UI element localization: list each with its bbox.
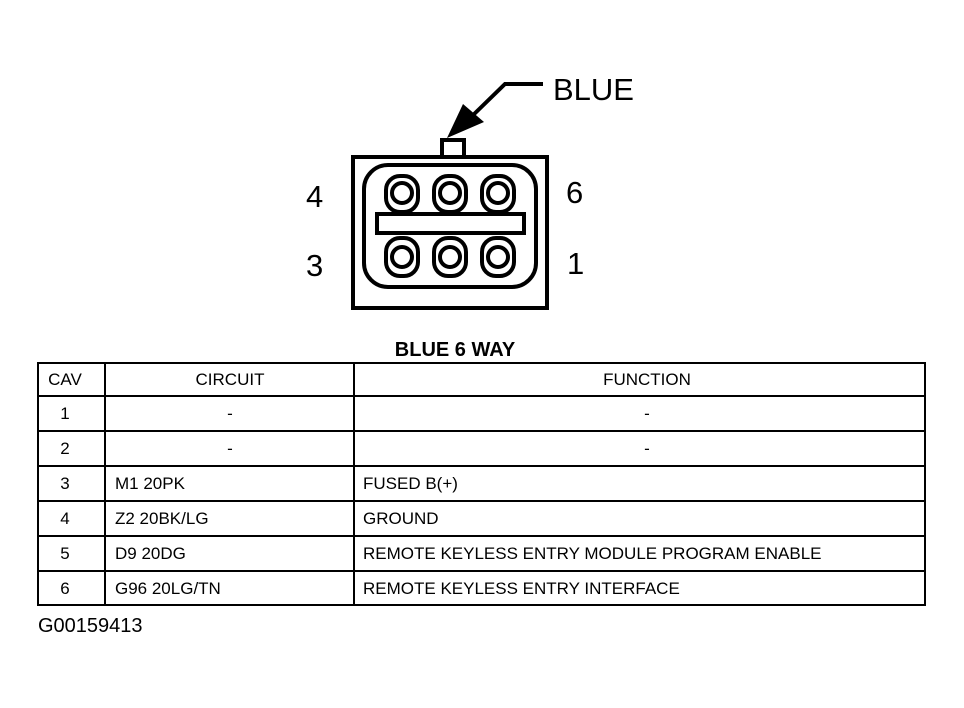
table-row-3-function: FUSED B(+) bbox=[363, 474, 458, 493]
table-row-1-cav: 1 bbox=[60, 404, 69, 423]
pin-4 bbox=[384, 174, 420, 214]
table-title: BLUE 6 WAY bbox=[395, 339, 516, 361]
table-row-2-cav: 2 bbox=[60, 439, 69, 458]
table-row-1-function: - bbox=[644, 404, 650, 423]
table-row-1-circuit: - bbox=[227, 404, 233, 423]
table-row-3-circuit: M1 20PK bbox=[115, 474, 186, 493]
pin-6 bbox=[480, 174, 516, 214]
pin-label-bottom-left: 3 bbox=[306, 248, 323, 283]
table-row-5-function: REMOTE KEYLESS ENTRY MODULE PROGRAM ENAB… bbox=[363, 544, 822, 563]
table-row-2-function: - bbox=[644, 439, 650, 458]
table-row-3-cav: 3 bbox=[60, 474, 69, 493]
table-row-4-circuit: Z2 20BK/LG bbox=[115, 509, 209, 528]
pin-label-top-left: 4 bbox=[306, 179, 323, 214]
table-row-6-function: REMOTE KEYLESS ENTRY INTERFACE bbox=[363, 579, 680, 598]
pin-label-bottom-right: 1 bbox=[567, 246, 584, 281]
pin-3 bbox=[384, 236, 420, 278]
header-circuit: CIRCUIT bbox=[196, 370, 265, 389]
table-row-5-cav: 5 bbox=[60, 544, 69, 563]
table-row-4-cav: 4 bbox=[60, 509, 69, 528]
pin-2 bbox=[432, 236, 468, 278]
pinout-table bbox=[37, 362, 926, 606]
table-row-6-circuit: G96 20LG/TN bbox=[115, 579, 221, 598]
pin-5 bbox=[432, 174, 468, 214]
table-row-5-circuit: D9 20DG bbox=[115, 544, 186, 563]
locking-tab bbox=[440, 138, 466, 159]
color-pointer-arrow bbox=[447, 82, 543, 138]
header-function: FUNCTION bbox=[603, 370, 691, 389]
table-row-6-cav: 6 bbox=[60, 579, 69, 598]
key-bar bbox=[375, 212, 526, 235]
figure-id: G00159413 bbox=[38, 615, 143, 637]
pin-1 bbox=[480, 236, 516, 278]
pin-label-top-right: 6 bbox=[566, 175, 583, 210]
header-cav: CAV bbox=[48, 370, 82, 389]
connector-color-label: BLUE bbox=[553, 72, 634, 107]
table-row-2-circuit: - bbox=[227, 439, 233, 458]
table-row-4-function: GROUND bbox=[363, 509, 439, 528]
